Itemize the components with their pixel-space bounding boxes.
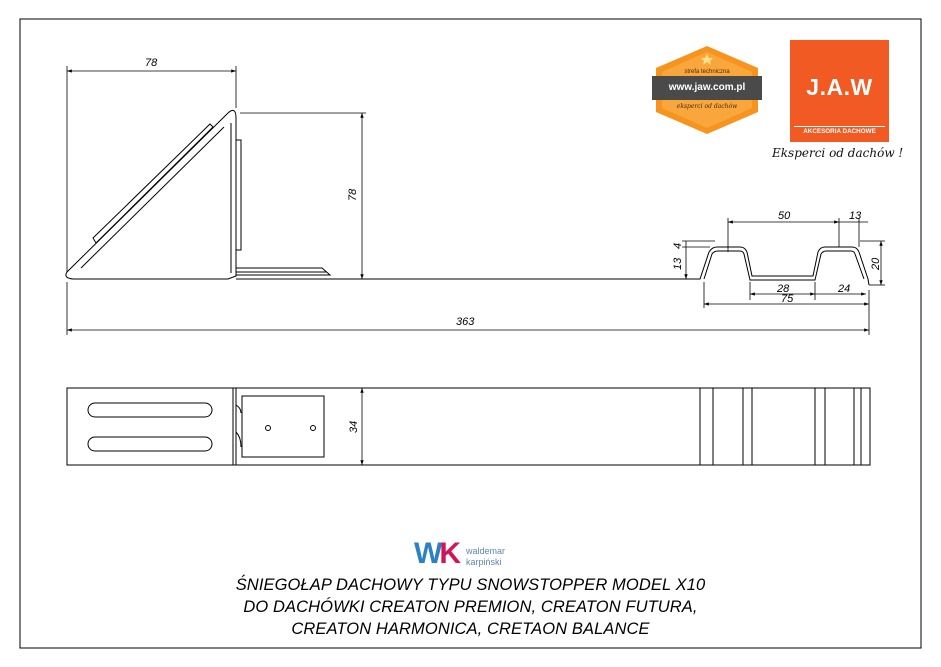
plan-plate (241, 395, 325, 458)
zone-badge-logo (652, 46, 762, 134)
plan-slot-upper (87, 402, 213, 418)
dim-profile-span: 75 (781, 293, 794, 305)
plan-slot-lower (87, 436, 213, 452)
caption-line-3: CREATON HARMONICA, CRETAON BALANCE (291, 620, 650, 638)
jaw-logo-divider (794, 126, 885, 127)
plan-view (66, 387, 871, 466)
dim-profile-gap: 28 (776, 283, 790, 295)
rail-profile (672, 246, 870, 286)
jaw-logo-subtitle: AKCESORIA DACHOWE (803, 128, 876, 135)
plan-outline (66, 387, 871, 466)
jaw-logo: J.A.W AKCESORIA DACHOWE (790, 40, 889, 142)
bracket-outline (65, 109, 237, 280)
plan-hole-left (265, 425, 271, 431)
dim-bracket-height: 78 (347, 188, 359, 201)
jaw-logo-title: J.A.W (806, 74, 873, 100)
dim-profile-height: 20 (870, 257, 882, 271)
dim-profile-side: 24 (837, 283, 850, 295)
side-view (65, 109, 870, 286)
wk-logo-lastname: karpiński (466, 557, 502, 567)
wk-logo-firstname: waldemar (466, 546, 506, 556)
jaw-tagline: Eksperci od dachów ! (772, 146, 904, 160)
wk-logo: WK waldemar karpiński (414, 538, 534, 572)
zone-badge-bottom-text: eksperci od dachów (676, 103, 738, 110)
dim-profile-top: 13 (849, 210, 862, 222)
dim-profile-pitch: 50 (778, 210, 791, 222)
plan-hole-right (310, 425, 316, 431)
bracket-inner-edge (80, 126, 225, 269)
drawing-frame (19, 18, 922, 649)
side-dimensions (66, 66, 885, 335)
dim-bracket-width: 78 (145, 57, 158, 69)
dim-total-length: 363 (456, 316, 475, 328)
dim-profile-lip: 4 (672, 243, 684, 249)
zone-badge-top-text: strefa techniczna (684, 69, 730, 75)
wk-logo-mark: WK (414, 537, 461, 570)
dim-profile-depth: 13 (672, 257, 684, 270)
caption-line-2: DO DACHÓWKI CREATON PREMION, CREATON FUT… (243, 598, 698, 616)
zone-badge-url: www.jaw.com.pl (668, 82, 746, 93)
dim-plan-width: 34 (348, 421, 360, 433)
caption-line-1: ŚNIEGOŁAP DACHOWY TYPU SNOWSTOPPER MODEL… (235, 576, 706, 594)
